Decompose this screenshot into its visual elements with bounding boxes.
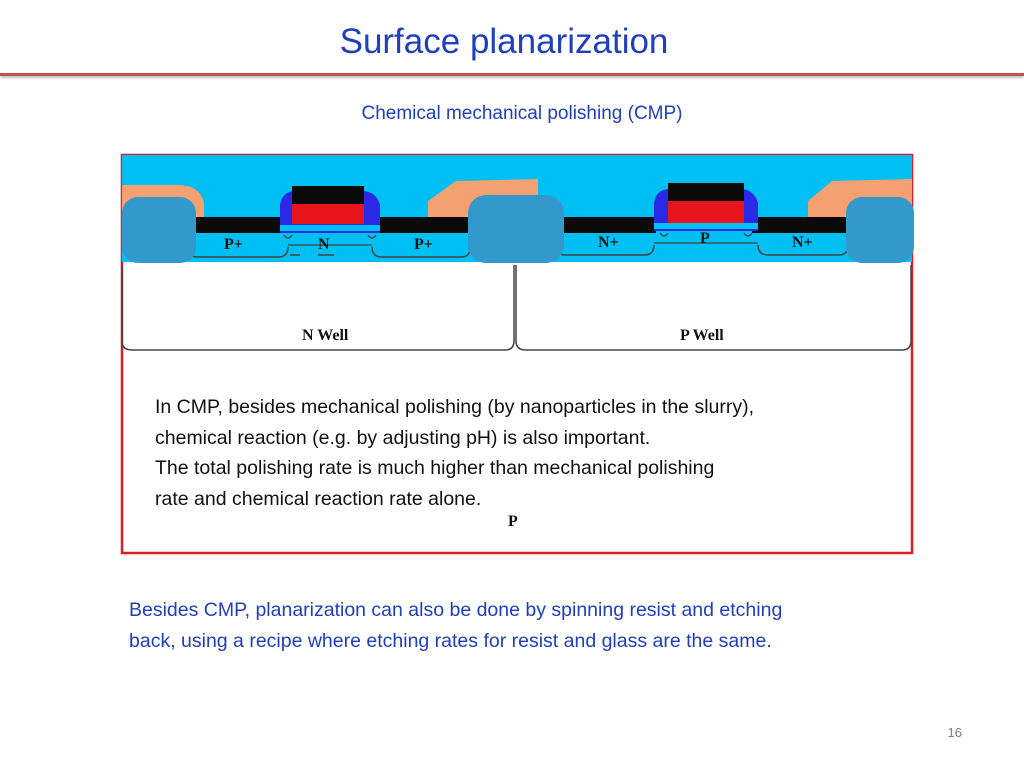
p-channel-label: P (700, 230, 710, 247)
p-plus-left-label: P+ (224, 236, 243, 253)
n-well-label: N Well (302, 327, 349, 344)
n-plus-right-label: N+ (792, 234, 813, 251)
source-drain-oxide (190, 217, 292, 233)
field-oxide-right (846, 197, 914, 263)
pmos-gate-cap (292, 186, 364, 204)
note-line: The total polishing rate is much higher … (155, 457, 715, 479)
p-well-label: P Well (680, 327, 724, 344)
substrate-label: P (508, 513, 518, 530)
note-line: chemical reaction (e.g. by adjusting pH)… (155, 426, 651, 449)
field-oxide-left (122, 197, 196, 263)
p-well (515, 265, 912, 351)
page-number: 16 (947, 725, 962, 740)
n-channel-label: N (318, 236, 330, 253)
note-line: In CMP, besides mechanical polishing (by… (155, 396, 755, 418)
cmos-cross-section-diagram: P+ N P+ N+ P N+ N Well P Well P (120, 153, 914, 555)
pmos-gate-poly (292, 204, 364, 224)
nmos-gate-cap (668, 183, 744, 201)
nmos-gate-poly (668, 201, 744, 223)
n-well (121, 265, 515, 351)
cmp-explanation: In CMP, besides mechanical polishing (by… (155, 392, 895, 514)
footer-line: Besides CMP, planarization can also be d… (129, 599, 783, 621)
title-divider (0, 73, 1024, 76)
note-line: rate and chemical reaction rate alone. (155, 487, 482, 510)
footer-text: Besides CMP, planarization can also be d… (129, 595, 919, 656)
n-plus-left-label: N+ (598, 234, 619, 251)
footer-line: back, using a recipe where etching rates… (129, 629, 772, 652)
slide-subtitle: Chemical mechanical polishing (CMP) (361, 103, 683, 124)
p-plus-right-label: P+ (414, 236, 433, 253)
field-oxide-middle (468, 195, 564, 263)
slide-title: Surface planarization (339, 22, 669, 61)
